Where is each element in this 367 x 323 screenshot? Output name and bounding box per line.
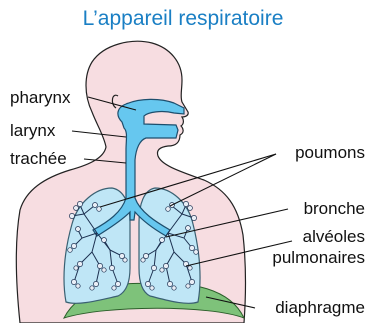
- label-trachee: trachée: [10, 149, 67, 168]
- label-alveoles-line1: alvéoles: [303, 227, 365, 246]
- label-pharynx: pharynx: [10, 88, 71, 107]
- label-poumons: poumons: [295, 143, 365, 162]
- label-bronche: bronche: [304, 199, 365, 218]
- label-larynx: larynx: [10, 121, 56, 140]
- diagram-title: L’appareil respiratoire: [83, 7, 284, 30]
- label-alveoles-line2: pulmonaires: [272, 248, 365, 267]
- label-diaphragme: diaphragme: [275, 298, 365, 317]
